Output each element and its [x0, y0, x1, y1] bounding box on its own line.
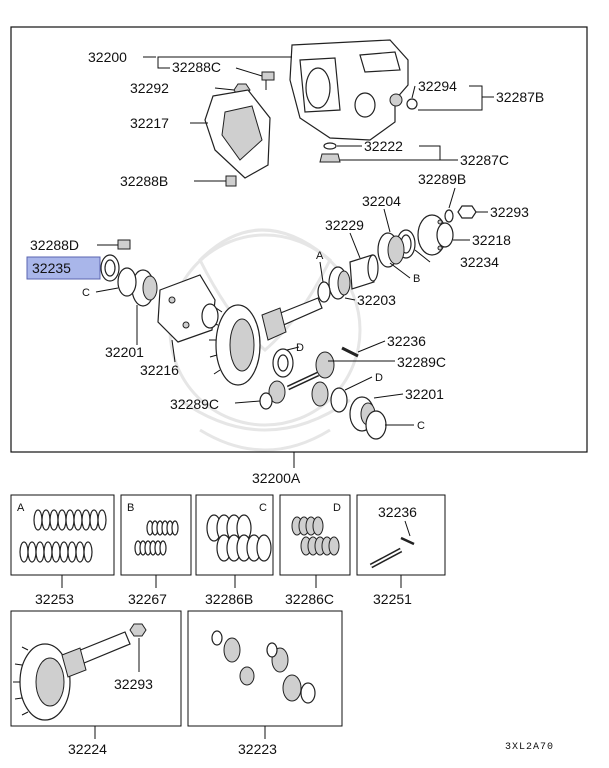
bolt-32288b — [225, 175, 237, 187]
label-32292: 32292 — [130, 80, 169, 96]
label-32236: 32236 — [387, 333, 426, 349]
washer-d-bottom — [330, 387, 348, 413]
washer-32289c-left — [259, 392, 273, 410]
label-32229: 32229 — [325, 217, 364, 233]
differential-gear-set-icon — [211, 630, 316, 704]
label-32287c: 32287C — [460, 152, 509, 168]
shim-set-b-icon — [134, 520, 179, 556]
label-32288d: 32288D — [30, 237, 79, 253]
assembly-box-ring-pinion: 32293 — [10, 610, 182, 727]
marker-d-top: D — [296, 342, 304, 354]
label-32218: 32218 — [472, 232, 511, 248]
kit-d-letter: D — [333, 502, 341, 514]
marker-b: B — [413, 273, 420, 285]
kit-c-letter: C — [259, 502, 267, 514]
companion-flange-32218 — [417, 214, 454, 256]
shim-set-c-icon — [206, 514, 272, 562]
plug-32294 — [389, 93, 418, 110]
label-32200: 32200 — [88, 49, 127, 65]
pin-32236 — [341, 346, 359, 358]
leader-lines — [88, 56, 494, 468]
bolt-32288c — [261, 71, 275, 90]
label-32293: 32293 — [490, 204, 529, 220]
marker-d-bottom: D — [375, 372, 383, 384]
kit-part-32286c: 32286C — [285, 591, 334, 607]
shim-c-right — [365, 410, 387, 440]
kit-part-32286b: 32286B — [205, 591, 253, 607]
kit-box-b: B — [120, 494, 192, 576]
label-32201-left: 32201 — [105, 344, 144, 360]
spacer-32229 — [349, 254, 379, 290]
plug-32222 — [319, 142, 341, 163]
label-32216: 32216 — [140, 362, 179, 378]
nut-32293 — [444, 205, 477, 223]
washer-d-top — [272, 348, 294, 378]
assembly-part-32223: 32223 — [238, 741, 277, 757]
label-32200a: 32200A — [252, 470, 301, 486]
shim-set-d-icon — [291, 516, 340, 556]
kit-a-letter: A — [17, 502, 25, 514]
ring-gear — [209, 304, 261, 386]
differential-case-32216 — [157, 274, 219, 343]
main-assembly-frame — [10, 26, 588, 453]
kit-part-32251: 32251 — [373, 591, 412, 607]
marker-c-right: C — [417, 420, 425, 432]
side-gear-center — [268, 380, 286, 404]
marker-c-left: C — [82, 287, 90, 299]
bearing-32201-left — [131, 269, 158, 307]
bearing-32203 — [328, 266, 351, 300]
label-32288c: 32288C — [172, 59, 221, 75]
kit-pin-top-label: 32236 — [378, 504, 417, 520]
kit-box-pin: 32236 — [356, 494, 446, 576]
pinion-mate-right — [311, 381, 329, 407]
assembly-part-32224: 32224 — [68, 741, 107, 757]
side-gear-right — [315, 351, 335, 379]
label-32222: 32222 — [364, 138, 403, 154]
kit-box-c: C — [195, 494, 274, 576]
label-32203: 32203 — [357, 292, 396, 308]
kit-b-letter: B — [127, 502, 134, 514]
label-32235[interactable]: 32235 — [32, 260, 71, 276]
label-32201-right: 32201 — [405, 386, 444, 402]
shim-c-left — [117, 267, 137, 297]
carrier-housing — [289, 39, 409, 141]
label-32288b: 32288B — [120, 173, 168, 189]
kit-box-d: D — [279, 494, 351, 576]
shim-a — [317, 281, 331, 303]
ring-pinion-set-icon — [13, 623, 147, 721]
bearing-32204 — [377, 232, 405, 268]
cover-32217 — [204, 89, 271, 179]
label-32287b: 32287B — [496, 89, 544, 105]
pin-shaft-icon — [369, 536, 415, 569]
kit-part-32267: 32267 — [128, 591, 167, 607]
label-32294: 32294 — [418, 78, 457, 94]
label-32234: 32234 — [460, 254, 499, 270]
pinion-shaft — [286, 371, 320, 391]
shim-set-a-icon — [19, 509, 107, 563]
label-32217: 32217 — [130, 115, 169, 131]
diagram-code: 3XL2A70 — [505, 742, 554, 753]
watermark-emblem — [168, 228, 362, 452]
kit-box-a: A — [10, 494, 115, 576]
marker-a: A — [316, 250, 324, 262]
assembly-box-diff-gears — [187, 610, 343, 727]
highlight-32235 — [26, 256, 101, 280]
bolt-32288d — [117, 239, 131, 250]
assembly-sub-32293: 32293 — [114, 676, 153, 692]
label-32204: 32204 — [362, 193, 401, 209]
pinion-gear — [261, 297, 323, 341]
label-32289c-left: 32289C — [170, 396, 219, 412]
kit-part-32253: 32253 — [35, 591, 74, 607]
label-32289c-right: 32289C — [397, 354, 446, 370]
seal-32235 — [100, 254, 120, 282]
label-32289b: 32289B — [418, 171, 466, 187]
